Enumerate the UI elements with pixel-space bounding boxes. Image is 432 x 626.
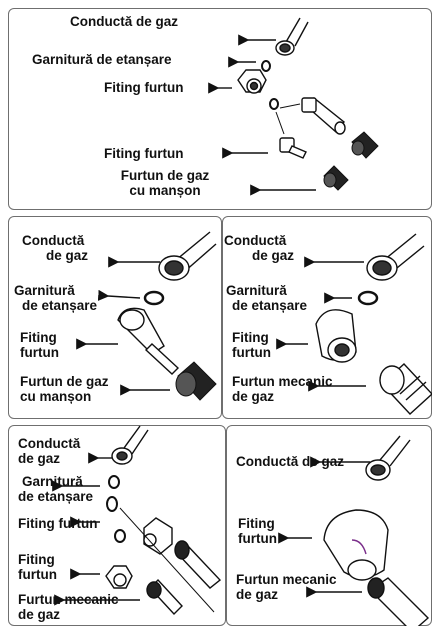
- label-line: Fiting: [20, 330, 57, 345]
- label-hose-fitting: Fiting furtun: [18, 516, 98, 531]
- label-line: furtun: [232, 345, 271, 360]
- label-line: de etanșare: [22, 298, 98, 313]
- label-mechanical-hose: Furtun mecanic de gaz: [232, 374, 333, 404]
- panel-top: [8, 8, 432, 210]
- label-hose-fitting: Fiting furtun: [20, 330, 59, 360]
- label-gasket: Garnitură de etanșare: [18, 474, 94, 504]
- label-line: Conductă: [224, 233, 287, 248]
- label-line: Garnitură: [226, 283, 287, 298]
- label-line: Furtun mecanic: [236, 572, 337, 587]
- label-line: Furtun mecanic: [18, 592, 119, 607]
- label-gas-hose-sleeve: Furtun de gaz cu manșon: [110, 168, 220, 198]
- label-line: de etanșare: [18, 489, 94, 504]
- label-gasket: Garnitură de etanșare: [32, 52, 172, 67]
- label-line: Fiting: [238, 516, 275, 531]
- label-line: Garnitură: [14, 283, 75, 298]
- label-line: Furtun mecanic: [232, 374, 333, 389]
- label-line: de gaz: [236, 587, 279, 602]
- label-line: de gaz: [252, 248, 295, 263]
- label-line: furtun: [18, 567, 57, 582]
- label-line: Furtun de gaz: [120, 168, 210, 183]
- label-line: cu manșon: [20, 389, 92, 404]
- label-gas-pipe: Conductă de gaz: [18, 436, 80, 466]
- label-hose-fitting: Fiting furtun: [238, 516, 277, 546]
- label-gasket: Garnitură de etanșare: [226, 283, 307, 313]
- label-hose-fitting: Fiting furtun: [232, 330, 271, 360]
- label-line: Conductă: [18, 436, 81, 451]
- label-line: furtun: [20, 345, 59, 360]
- label-line: furtun: [238, 531, 277, 546]
- label-line: de gaz: [232, 389, 275, 404]
- label-line: Fiting: [18, 552, 55, 567]
- label-gasket: Garnitură de etanșare: [14, 283, 97, 313]
- label-line: Conductă: [22, 233, 85, 248]
- label-hose-fitting: Fiting furtun: [104, 80, 184, 95]
- label-gas-hose-sleeve: Furtun de gaz cu manșon: [20, 374, 109, 404]
- label-line: Fiting: [232, 330, 269, 345]
- label-hose-fitting: Fiting furtun: [104, 146, 184, 161]
- label-line: de etanșare: [232, 298, 308, 313]
- label-gas-pipe: Conductă de gaz: [22, 233, 88, 263]
- label-line: Garnitură: [22, 474, 83, 489]
- label-mechanical-hose: Furtun mecanic de gaz: [18, 592, 119, 622]
- label-line: cu manșon: [129, 183, 201, 198]
- label-line: Furtun de gaz: [20, 374, 109, 389]
- label-line: de gaz: [46, 248, 89, 263]
- label-hose-fitting: Fiting furtun: [18, 552, 57, 582]
- label-mechanical-hose: Furtun mecanic de gaz: [236, 572, 337, 602]
- label-gas-pipe: Conductă de gaz: [70, 14, 179, 29]
- label-line: de gaz: [18, 607, 61, 622]
- label-line: de gaz: [18, 451, 61, 466]
- label-gas-pipe: Conductă de gaz: [224, 233, 294, 263]
- label-gas-pipe: Conductă de gaz: [236, 454, 345, 469]
